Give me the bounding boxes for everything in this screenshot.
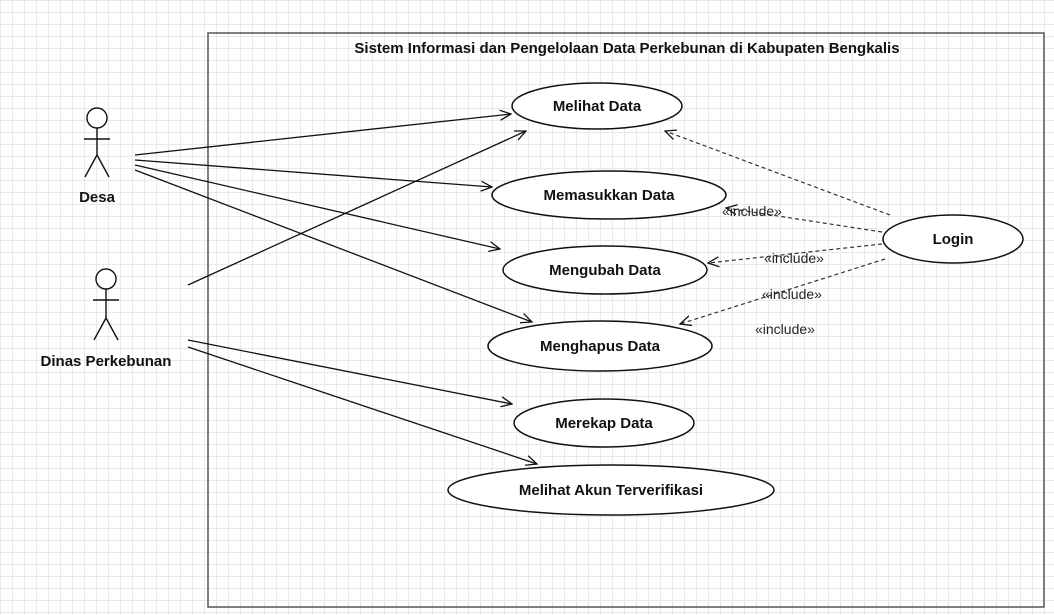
use-case-memasukkan-data[interactable]: Memasukkan Data [491, 170, 727, 220]
use-case-melihat-data-shape [511, 82, 683, 130]
include-label-1: «include» [722, 203, 782, 219]
use-case-melihat-akun-terverifikasi[interactable]: Melihat Akun Terverifikasi [447, 464, 775, 516]
use-case-memasukkan-data-shape [491, 170, 727, 220]
use-case-mengubah-data[interactable]: Mengubah Data [502, 245, 708, 295]
include-label-3: «include» [762, 286, 822, 302]
include-label-4: «include» [755, 321, 815, 337]
actor-dinas-head-icon [95, 268, 117, 290]
actor-desa[interactable] [84, 107, 110, 178]
system-boundary [207, 32, 1045, 608]
include-login-mengubah-data [708, 243, 883, 263]
assoc-desa-melihat-data [134, 114, 511, 156]
assoc-dinas-melihat-akun [187, 346, 537, 464]
include-login-menghapus-data [680, 258, 886, 324]
use-case-menghapus-data-label: Menghapus Data [540, 338, 661, 355]
include-label-2: «include» [764, 250, 824, 266]
use-case-merekap-data-label: Merekap Data [555, 415, 653, 432]
assoc-dinas-merekap-data [187, 339, 512, 404]
system-title: Sistem Informasi dan Pengelolaan Data Pe… [354, 40, 899, 57]
actor-dinas-perkebunan[interactable] [93, 268, 119, 341]
actor-desa-head-icon [86, 107, 108, 129]
use-case-melihat-data[interactable]: Melihat Data [511, 82, 683, 130]
actor-dinas-right-leg [105, 317, 119, 341]
include-login-melihat-data [665, 131, 891, 216]
assoc-desa-memasukkan-data [134, 159, 492, 187]
use-case-mengubah-data-shape [502, 245, 708, 295]
assoc-desa-mengubah-data [134, 164, 500, 249]
use-case-melihat-akun-label: Melihat Akun Terverifikasi [519, 482, 703, 499]
assoc-desa-menghapus-data [134, 169, 532, 322]
use-case-melihat-data-label: Melihat Data [553, 98, 642, 115]
use-case-login-label: Login [933, 231, 974, 248]
actor-desa-left-leg [84, 154, 98, 178]
use-case-memasukkan-data-label: Memasukkan Data [544, 187, 676, 204]
actor-dinas-label: Dinas Perkebunan [41, 353, 172, 370]
use-case-melihat-akun-shape [447, 464, 775, 516]
use-case-merekap-data[interactable]: Merekap Data [513, 398, 695, 448]
use-case-mengubah-data-label: Mengubah Data [549, 262, 661, 279]
assoc-dinas-melihat-data [187, 131, 526, 286]
actor-desa-label: Desa [79, 189, 116, 206]
use-case-menghapus-data-shape [487, 320, 713, 372]
actor-desa-right-leg [96, 154, 110, 178]
use-case-login[interactable]: Login [882, 214, 1024, 264]
use-case-merekap-data-shape [513, 398, 695, 448]
use-case-login-shape [882, 214, 1024, 264]
actor-dinas-left-leg [93, 317, 107, 341]
include-login-memasukkan-data [726, 208, 883, 233]
use-case-menghapus-data[interactable]: Menghapus Data [487, 320, 713, 372]
